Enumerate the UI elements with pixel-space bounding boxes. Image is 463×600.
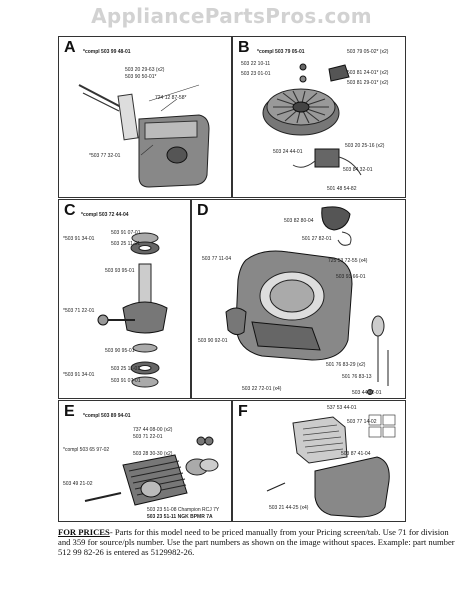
part-label: 503 81 24-01* (x2) xyxy=(347,70,389,76)
part-label: 503 90 95-01 xyxy=(105,348,135,354)
panel-e-letter: E xyxy=(64,403,75,420)
part-label: *503 77 32-01 xyxy=(89,153,121,159)
part-label: 503 20 25-16 (x2) xyxy=(345,143,385,149)
panel-e: E *compl 503 89 94-01 737 44 08-00 (x2) … xyxy=(58,400,232,522)
part-label: 501 27 82-01 xyxy=(302,236,332,242)
part-label: 503 22 10-11 xyxy=(241,61,271,67)
part-label: 503 87 41-04 xyxy=(341,451,371,457)
pricing-note-lead: FOR PRICES xyxy=(58,527,110,537)
part-label: 503 25 11-01 xyxy=(111,241,141,247)
part-label: 503 49 21-02 xyxy=(63,481,93,487)
panel-a-letter: A xyxy=(64,39,76,56)
part-label: 503 77 14-02 xyxy=(347,419,377,425)
part-label: *compl 503 72 44-04 xyxy=(81,212,129,218)
part-label: 503 23 01-01 xyxy=(241,71,271,77)
panel-c-letter: C xyxy=(64,202,76,219)
panel-d-letter: D xyxy=(197,202,209,219)
part-label: 501 76 83-29 (x2) xyxy=(326,362,366,368)
part-label: 503 23 51-11 NGK BPMR 7A xyxy=(147,514,213,520)
part-label: 503 93 95-01 xyxy=(105,268,135,274)
part-label: 503 93 66-01 xyxy=(336,274,366,280)
part-label: *compl 503 65 97-02 xyxy=(63,447,110,453)
crankcase-drawing xyxy=(225,206,389,395)
muffler-drawing xyxy=(266,414,396,518)
panel-a: A *compl 503 99 48-01 503 20 29-63 (x2) … xyxy=(58,36,232,198)
part-label: 501 48 54-82 xyxy=(327,186,357,192)
part-label: 503 71 22-01 xyxy=(133,434,163,440)
part-label: 503 77 11-04 xyxy=(202,256,232,262)
part-label: *503 91 34-01 xyxy=(63,372,95,378)
part-label: 503 91 07-01 xyxy=(111,378,141,384)
panel-b-letter: B xyxy=(238,39,250,56)
part-label: 503 25 11-01 xyxy=(111,366,141,372)
part-label: 503 81 29-01* (x2) xyxy=(347,80,389,86)
air-filter-drawing xyxy=(78,84,210,188)
pricing-note-text: - Parts for this model need to be priced… xyxy=(58,527,455,557)
part-label: 737 44 08-00 (x2) xyxy=(133,427,173,433)
panel-b: B *compl 503 79 05-01 503 79 05-02* (x2)… xyxy=(232,36,406,198)
part-label: 503 28 30-30 (x2) xyxy=(133,451,173,457)
panel-c: C *compl 503 72 44-04 503 91 07-01 *503 … xyxy=(58,199,191,399)
part-label: 503 44 32-01 xyxy=(352,390,382,396)
pricing-note: FOR PRICES- Parts for this model need to… xyxy=(58,527,458,557)
part-label: *compl 503 99 48-01 xyxy=(83,49,131,55)
part-label: 503 90 92-01 xyxy=(198,338,228,344)
cylinder-piston-drawing xyxy=(84,436,219,506)
part-label: *compl 503 79 05-01 xyxy=(257,49,305,55)
part-label: 503 82 80-04 xyxy=(284,218,314,224)
watermark: AppliancePartsPros.com xyxy=(91,4,372,28)
panel-f-letter: F xyxy=(238,403,248,420)
part-label: *503 91 34-01 xyxy=(63,236,95,242)
part-label: 724 12 87-58* xyxy=(155,95,187,101)
part-label: 503 20 29-63 (x2) xyxy=(125,67,165,73)
part-label: 503 24 44-01 xyxy=(273,149,303,155)
panel-f: F 537 53 44-01 503 77 14-02 503 87 41-04… xyxy=(232,400,406,522)
part-label: *compl 503 89 94-01 xyxy=(83,413,131,419)
part-label: 503 79 05-02* (x2) xyxy=(347,49,389,55)
part-label: 501 76 83-13 xyxy=(342,374,372,380)
part-label: *503 71 22-01 xyxy=(63,308,95,314)
part-label: 725 53 72-55 (x4) xyxy=(328,258,368,264)
part-label: 537 53 44-01 xyxy=(327,405,357,411)
part-label: 503 22 72-01 (x4) xyxy=(242,386,282,392)
part-label: 503 84 32-01 xyxy=(343,167,373,173)
part-label: 503 21 44-25 (x4) xyxy=(269,505,309,511)
part-label: 503 91 07-01 xyxy=(111,230,141,236)
ignition-flywheel-drawing xyxy=(262,63,362,176)
part-label: 503 23 51-08 Champion RCJ 7Y xyxy=(147,507,220,513)
part-label: 503 90 50-01* xyxy=(125,74,157,80)
panel-d: D 503 82 80-04 501 27 82-01 503 77 11-04… xyxy=(191,199,406,399)
crankshaft-drawing xyxy=(97,232,168,388)
